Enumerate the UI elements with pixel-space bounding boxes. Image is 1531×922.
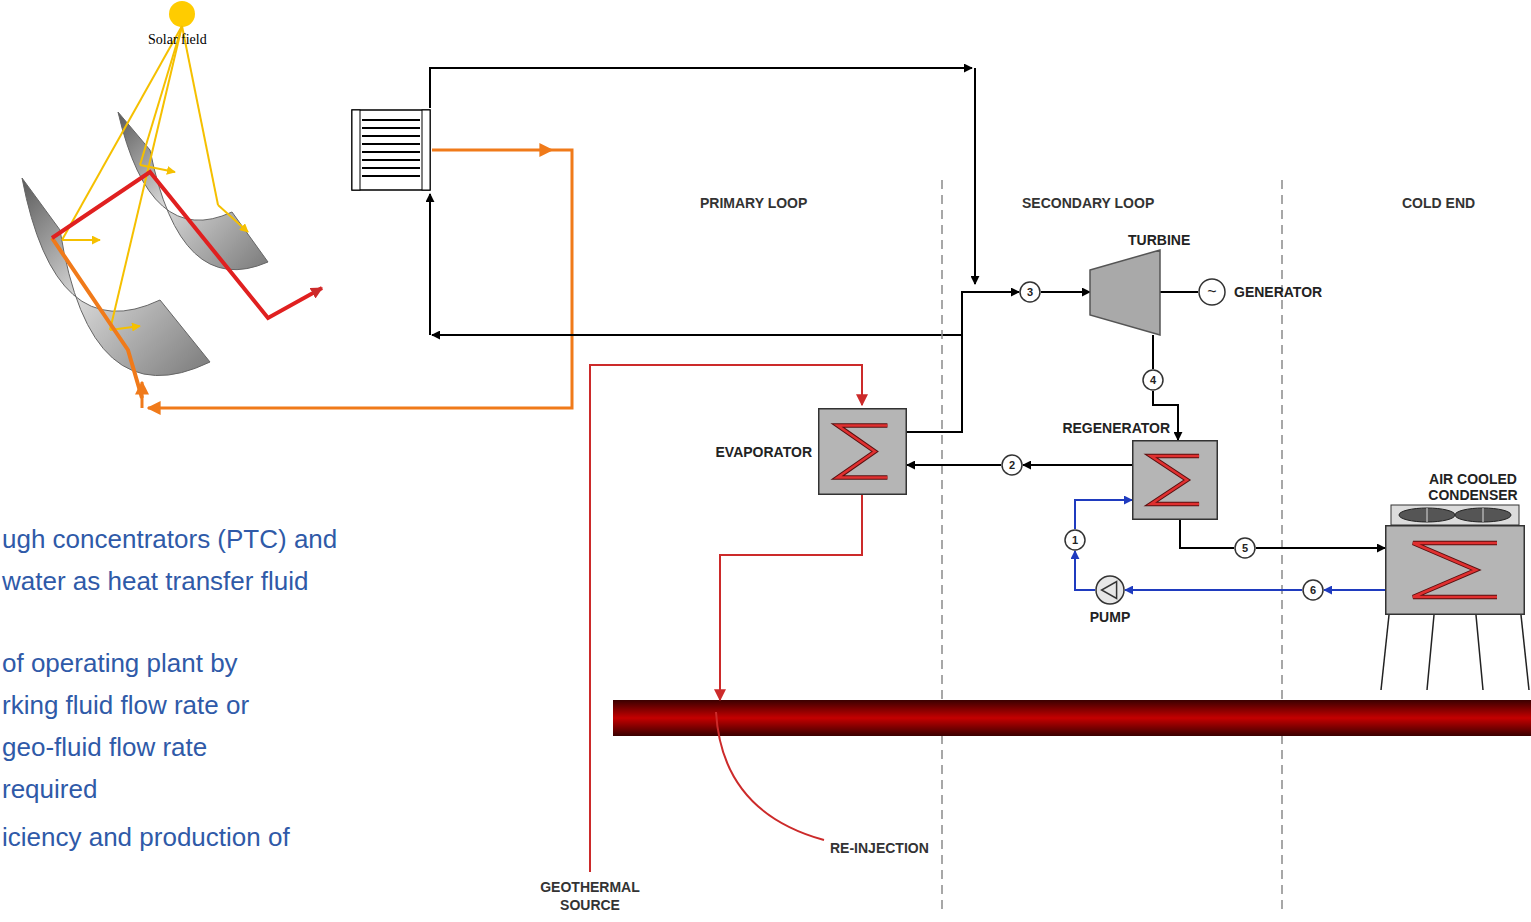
shape-text: 6 (1302, 579, 1324, 601)
part-name: TURBINE (1128, 232, 1190, 248)
flow-line (1256, 547, 1385, 549)
pump-shape (1095, 575, 1125, 605)
shape-text: 4 (1142, 369, 1164, 391)
evaporator-shape (818, 408, 907, 495)
part-name: AIR COOLED CONDENSER (1417, 471, 1529, 503)
flow-line (1075, 551, 1095, 590)
shape-text: 3 (1019, 281, 1041, 303)
turbine-shape (1090, 250, 1160, 335)
shape-text: 1 (1064, 529, 1086, 551)
callout-number: 3 (1019, 281, 1041, 303)
slide-note: of operating plant by rking fluid flow r… (2, 642, 292, 810)
air-cooled-condenser: AIR COOLED CONDENSER (1385, 525, 1525, 615)
regenerator-shape (1132, 440, 1218, 520)
shape-text: 5 (1234, 537, 1256, 559)
callout-number: 2 (1001, 454, 1023, 476)
part-name: REGENERATOR (1062, 420, 1170, 436)
illustration-title: Solar field (148, 32, 207, 48)
slide-note: ugh concentrators (PTC) and water as hea… (2, 518, 402, 602)
flow-line (1075, 500, 1132, 529)
section-label: COLD END (1402, 195, 1475, 211)
flow-line (907, 292, 1019, 432)
part-name: EVAPORATOR (716, 444, 812, 460)
section-label: PRIMARY LOOP (700, 195, 807, 211)
callout-number: 4 (1142, 369, 1164, 391)
slide-note: iciency and production of (2, 816, 402, 858)
flow-line (1180, 520, 1234, 548)
flow-line (1041, 291, 1090, 293)
flow-line (1125, 589, 1302, 591)
callout-number: 6 (1302, 579, 1324, 601)
air-cooled-condenser-shape (1385, 525, 1525, 615)
regenerator: REGENERATOR (1132, 440, 1218, 520)
generator: ~GENERATOR (1198, 278, 1226, 306)
flow-label: RE-INJECTION (830, 840, 929, 856)
evaporator: EVAPORATOR (818, 408, 907, 495)
flow-line (907, 464, 1001, 466)
callout-number: 1 (1064, 529, 1086, 551)
flow-label: GEOTHERMAL SOURCE (540, 878, 640, 914)
shape-text: ~ (1198, 278, 1226, 306)
flow-line (1152, 335, 1154, 369)
flow-line (1023, 464, 1132, 466)
pump: PUMP (1095, 575, 1125, 605)
section-label: SECONDARY LOOP (1022, 195, 1154, 211)
flow-line (1160, 291, 1198, 293)
part-name: GENERATOR (1234, 284, 1322, 300)
shape-text: 2 (1001, 454, 1023, 476)
part-name: PUMP (1085, 609, 1135, 625)
turbine: TURBINE (1090, 250, 1160, 335)
flow-line (1324, 589, 1385, 591)
callout-number: 5 (1234, 537, 1256, 559)
